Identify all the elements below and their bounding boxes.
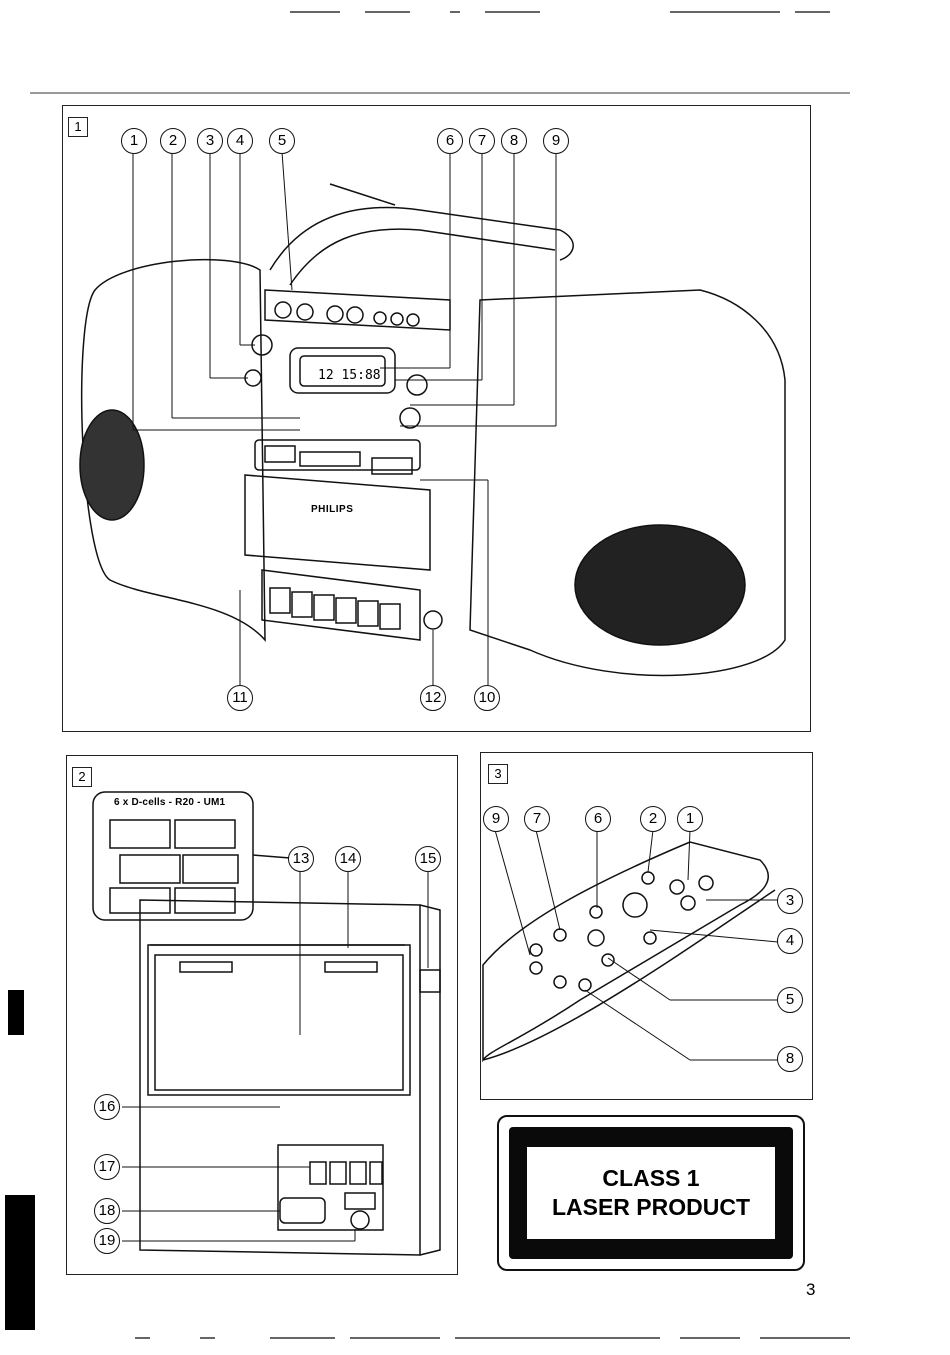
callout-2-remote: 2 [640,806,666,832]
figure-2-number: 2 [72,767,92,787]
figure-3-number: 3 [488,764,508,784]
callout-4-remote: 4 [777,928,803,954]
battery-label: 6 x D-cells - R20 - UM1 [114,797,225,808]
callout-2: 2 [160,128,186,154]
callout-6: 6 [437,128,463,154]
callout-10: 10 [474,685,500,711]
callout-7: 7 [469,128,495,154]
laser-label-text: CLASS 1 LASER PRODUCT [527,1147,775,1239]
callout-16: 16 [94,1094,120,1120]
callout-9: 9 [543,128,569,154]
callout-8: 8 [501,128,527,154]
laser-product: LASER PRODUCT [552,1193,750,1222]
callout-15: 15 [415,846,441,872]
callout-1-remote: 1 [677,806,703,832]
callout-4: 4 [227,128,253,154]
laser-label-border: CLASS 1 LASER PRODUCT [509,1127,793,1259]
callout-8-remote: 8 [777,1046,803,1072]
callout-6-remote: 6 [585,806,611,832]
callout-1: 1 [121,128,147,154]
brand-logo: PHILIPS [311,504,353,515]
callout-3-remote: 3 [777,888,803,914]
figure-3-panel [480,752,813,1100]
callout-3: 3 [197,128,223,154]
callout-17: 17 [94,1154,120,1180]
callout-14: 14 [335,846,361,872]
callout-7-remote: 7 [524,806,550,832]
figure-1-number: 1 [68,117,88,137]
lcd-display: 12 15:88 [318,368,381,383]
callout-5-remote: 5 [777,987,803,1013]
callout-9-remote: 9 [483,806,509,832]
callout-11: 11 [227,685,253,711]
laser-warning-label: CLASS 1 LASER PRODUCT [497,1115,805,1271]
figure-1-panel [62,105,811,732]
laser-class: CLASS 1 [602,1164,699,1193]
callout-18: 18 [94,1198,120,1224]
callout-5: 5 [269,128,295,154]
callout-13: 13 [288,846,314,872]
figure-2-panel [66,755,458,1275]
page-number: 3 [806,1280,815,1300]
callout-19: 19 [94,1228,120,1254]
callout-12: 12 [420,685,446,711]
